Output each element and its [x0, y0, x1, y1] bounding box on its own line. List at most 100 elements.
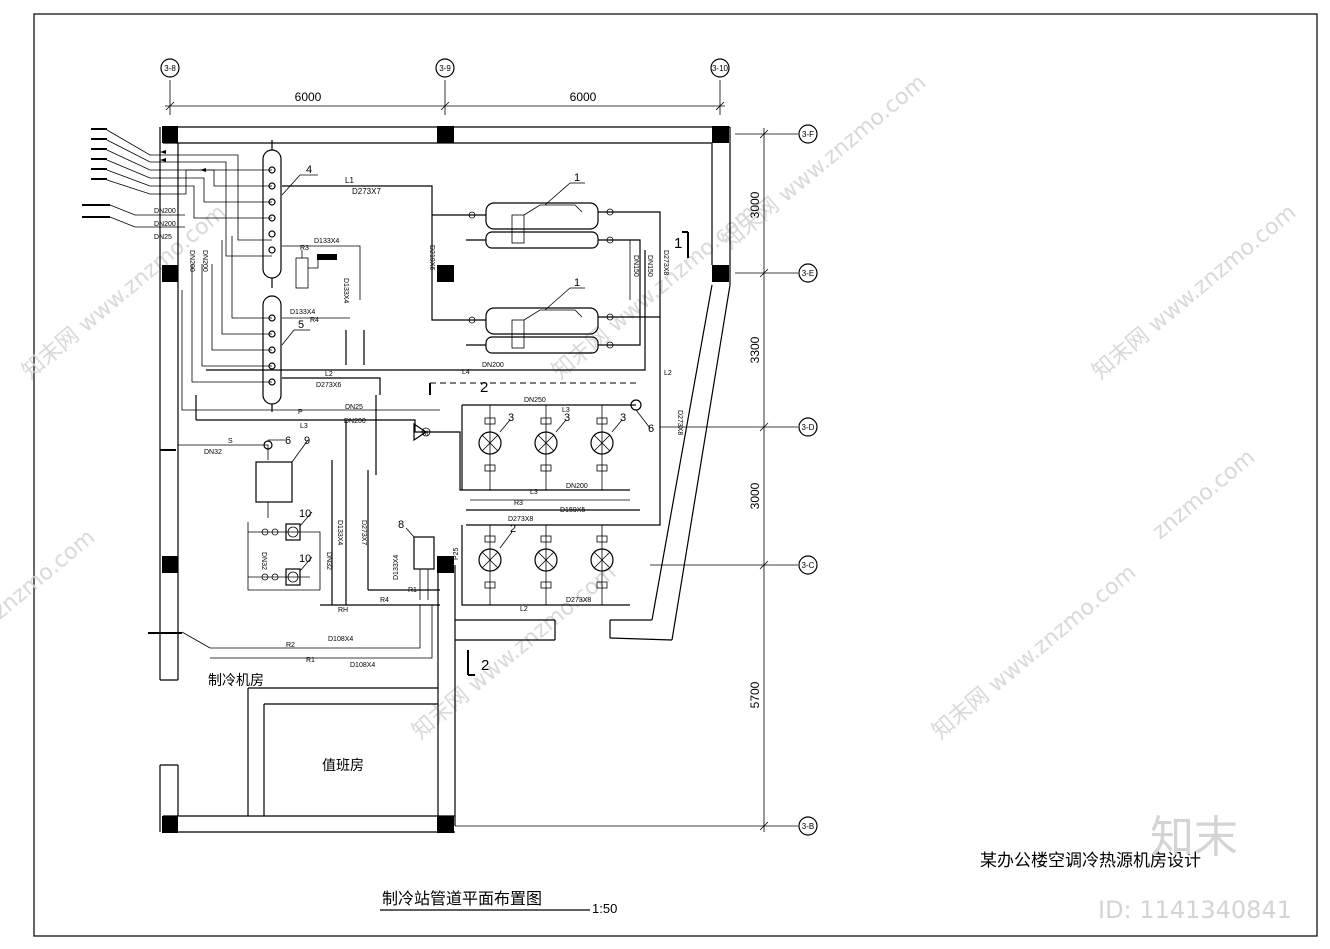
water-header-4: 4 — [262, 140, 318, 288]
pipe-r2-r1: R2 D108X4 R1 D108X4 — [181, 605, 433, 669]
watermark-text: 知末网 www.znzmo.com — [718, 70, 931, 255]
pipe-label: L2 — [664, 370, 672, 377]
pipe-returns-lower: D133X4 D273X7 RH R4 R1 — [320, 395, 440, 614]
callout-number: 3 — [508, 412, 514, 424]
pipe-label: S — [228, 438, 233, 445]
pipe-label: L2 — [520, 606, 528, 613]
pipe-label: DN200 — [566, 483, 588, 490]
pipe-label: R4 — [380, 597, 389, 604]
pipe-label: R3 — [514, 500, 523, 507]
dimension-text: 3300 — [748, 336, 762, 363]
pipe-label: R2 — [286, 642, 295, 649]
callout-number: 2 — [510, 523, 516, 535]
axis-bubble — [798, 124, 818, 144]
building-walls: 2 1 — [159, 126, 731, 833]
axis-bubble — [798, 263, 818, 283]
callout-number: 8 — [398, 519, 404, 531]
pipe-label: DN200 — [482, 362, 504, 369]
pipe-label: DN25 — [345, 404, 363, 411]
pipe-label: L3 — [300, 423, 308, 430]
callout-number: 1 — [574, 277, 580, 289]
callout-number: 3 — [564, 412, 570, 424]
axis-bubble — [710, 58, 730, 78]
axis-label: 3-9 — [439, 64, 451, 73]
pipe-label: RH — [338, 607, 348, 614]
pipe-label: R4 — [310, 317, 319, 324]
axis-bubble — [160, 58, 180, 78]
watermark-text: 知末网 www.znzmo.com — [18, 200, 231, 385]
pump-row-3: DN250 L3 6 3 3 — [461, 397, 654, 507]
right-axis-markers: 3-F 3-E 3-D 3-C 3-B 3000 3300 3000 5700 — [455, 124, 818, 836]
pipe-label: DN200 — [154, 208, 176, 215]
chiller-right-piping: DN150 DN150 D273X8 D273X8 L2 — [612, 211, 683, 526]
pipe-label: L1 — [345, 176, 354, 185]
pump-row-2: D273X8 D159X5 P25 L2 D273X8 2 — [453, 507, 640, 613]
pipe-label: D133X4 — [290, 309, 315, 316]
pipe-label: D219X6 — [428, 245, 435, 270]
axis-bubble — [798, 555, 818, 575]
pipe-label: DN200 — [188, 250, 195, 272]
pipe-label: DN25 — [154, 234, 172, 241]
watermark-id: ID: 1141340841 — [1098, 896, 1292, 924]
callout-number: 10 — [299, 508, 311, 520]
pipe-label: D273X6 — [316, 382, 341, 389]
svg-text:M: M — [423, 431, 428, 437]
pipe-label: D273X7 — [352, 187, 381, 196]
axis-label: 3-C — [802, 561, 815, 570]
pipe-l2-upper: L2 D273X6 — [282, 371, 381, 395]
pipe-label: DN200 — [344, 418, 366, 425]
pipe-label: DN200 — [201, 250, 208, 272]
axis-bubble — [435, 58, 455, 78]
section-mark: 1 — [674, 235, 682, 252]
pipe-label: D273X7 — [360, 520, 367, 545]
pipe-label: D108X4 — [350, 662, 375, 669]
chiller-1-lower: 1 — [466, 277, 620, 354]
pipe-label: DN150 — [632, 255, 639, 277]
callout-number: 9 — [304, 435, 310, 447]
branch-pipes-left: DN200 DN200 DN25 DN200 DN200 — [82, 128, 272, 634]
pipe-label: R1 — [306, 657, 315, 664]
watermark-logo: 知末 — [1150, 812, 1238, 863]
watermark-text: znzmo.com — [0, 525, 100, 625]
equipment-8: 8 D133X4 — [393, 519, 435, 600]
drawing-title: 制冷站管道平面布置图 — [382, 889, 542, 908]
dimension-text: 6000 — [295, 90, 322, 104]
top-axis-markers: 3-8 3-9 3-10 6000 6000 — [160, 58, 730, 115]
dimension-text: 3000 — [748, 191, 762, 218]
callout-number: 3 — [620, 412, 626, 424]
watermark-text: 知末网 www.znzmo.com — [408, 560, 621, 745]
pipe-r3: R3 D133X4 D133X4 — [282, 238, 361, 303]
expansion-tank-9: 6 9 — [255, 435, 310, 518]
section-line-2: 2 — [429, 379, 636, 396]
pipe-label: L4 — [462, 369, 470, 376]
pipe-label: D133X4 — [393, 555, 400, 580]
axis-label: 3-B — [802, 822, 814, 831]
pipe-p: P DN25 — [181, 290, 440, 416]
dimension-text: 5700 — [748, 681, 762, 708]
pipe-s: S DN32 — [178, 438, 269, 460]
pipe-label: L3 — [562, 407, 570, 414]
pipe-l1: L1 D273X7 D219X6 — [282, 176, 466, 321]
drawing-border — [33, 13, 1318, 937]
pipe-label: D273X8 — [676, 410, 683, 435]
pipe-l4: L4 DN200 — [206, 250, 646, 376]
pipe-label: D273X8 — [566, 597, 591, 604]
dimension-text: 6000 — [570, 90, 597, 104]
watermark-text: 知末网 www.znzmo.com — [1088, 200, 1301, 385]
pipe-label: DN150 — [646, 255, 653, 277]
pipe-label: D133X4 — [336, 520, 343, 545]
pipe-label: P25 — [453, 547, 460, 560]
project-title: 某办公楼空调冷热源机房设计 — [980, 851, 1201, 871]
callout-number: 5 — [298, 319, 304, 331]
pipe-label: DN200 — [154, 221, 176, 228]
axis-label: 3-10 — [712, 64, 729, 73]
watermark-layer: 知末网 www.znzmo.com znzmo.com 知末网 www.znzm… — [0, 70, 1301, 745]
dimension-text: 3000 — [748, 482, 762, 509]
pipe-l3: L3 DN200 M — [195, 395, 630, 491]
pipe-label: P — [298, 409, 303, 416]
room-label-refrigeration: 制冷机房 — [208, 673, 264, 689]
pipe-label: R1 — [408, 587, 417, 594]
axis-bubble — [798, 417, 818, 437]
axis-label: 3-8 — [164, 64, 176, 73]
